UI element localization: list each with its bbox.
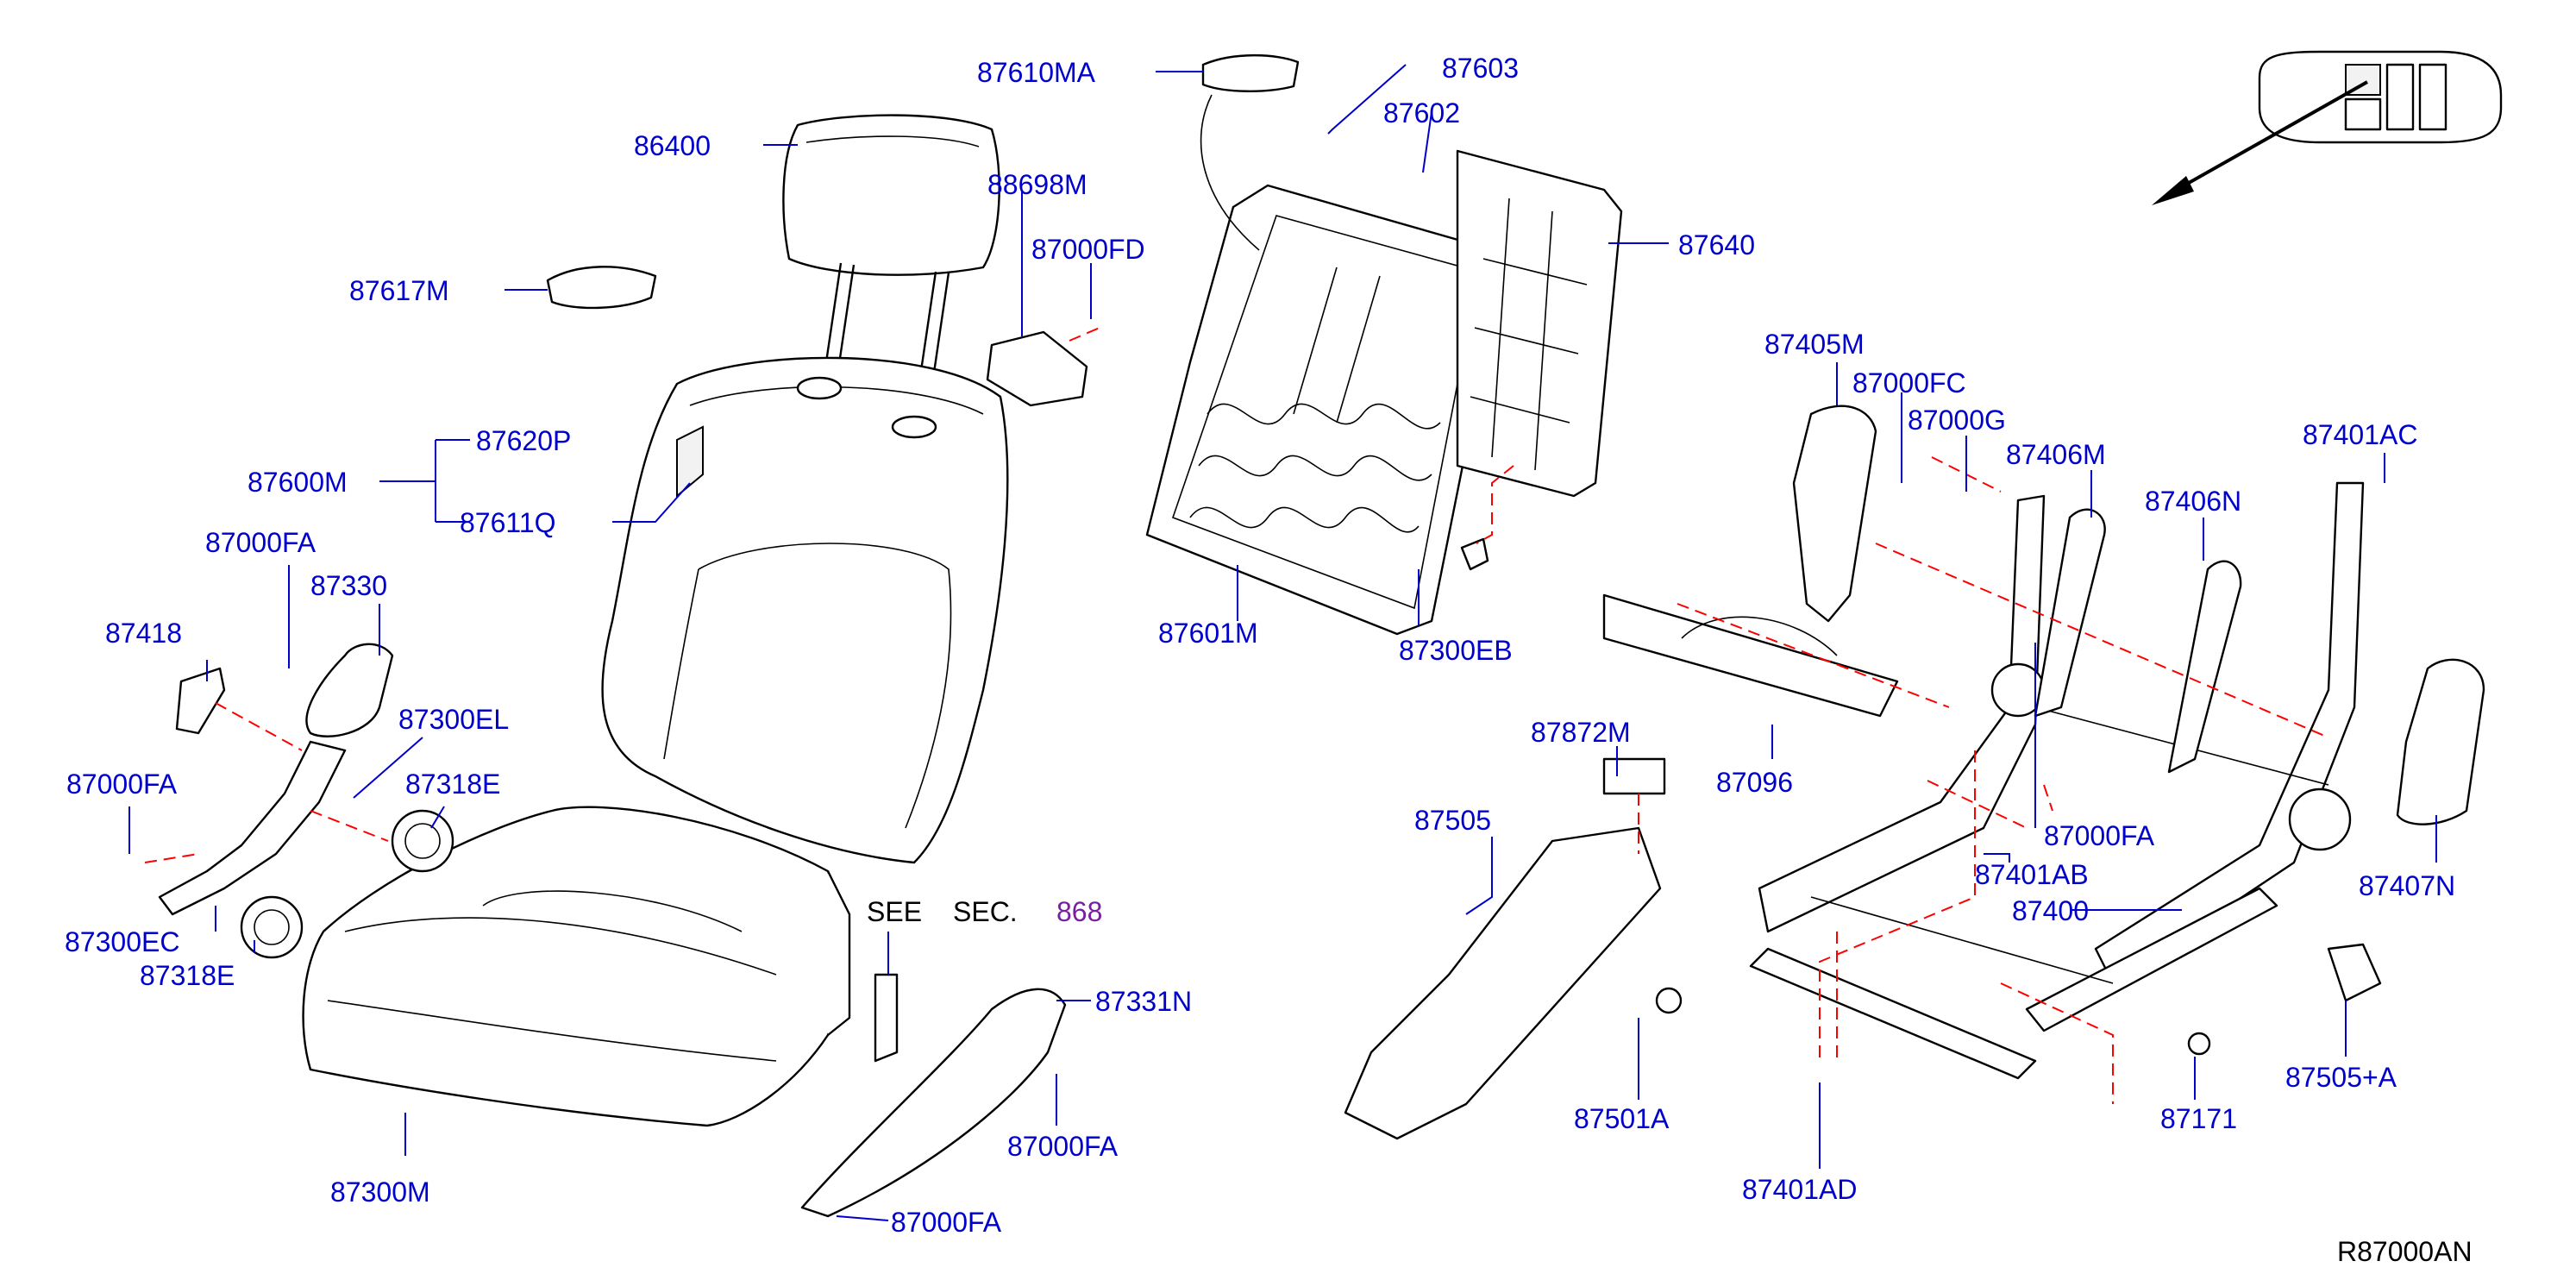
label-87610MA: 87610MA — [977, 57, 1096, 88]
label-87620P: 87620P — [476, 425, 571, 456]
label-87000FA-1: 87000FA — [205, 527, 317, 558]
label-87418: 87418 — [105, 618, 182, 649]
trim-pieces-drawing — [546, 53, 1300, 310]
label-87617M: 87617M — [349, 275, 449, 306]
diagram-reference-code: R87000AN — [2337, 1236, 2473, 1267]
label-87407N: 87407N — [2359, 870, 2455, 901]
label-87000FD: 87000FD — [1031, 234, 1145, 265]
label-87640: 87640 — [1678, 229, 1755, 260]
label-87602: 87602 — [1383, 97, 1460, 129]
leader-lines — [128, 64, 2437, 1221]
label-87872M: 87872M — [1531, 717, 1631, 748]
recliner-cover-drawing — [800, 973, 1067, 1218]
label-87600M: 87600M — [248, 467, 348, 498]
label-87318E-1: 87318E — [405, 769, 500, 800]
label-87331N: 87331N — [1095, 986, 1192, 1017]
label-87300EB: 87300EB — [1399, 635, 1513, 666]
label-87096: 87096 — [1716, 767, 1793, 798]
front-direction-inset — [2152, 50, 2503, 205]
label-88698M: 88698M — [987, 169, 1087, 200]
label-87601M: 87601M — [1158, 618, 1258, 649]
see-label: SEE — [867, 896, 922, 927]
seat-track-drawing — [1602, 481, 2365, 1080]
label-87300EC: 87300EC — [65, 926, 179, 957]
label-87505: 87505 — [1414, 805, 1491, 836]
label-87401AC: 87401AC — [2303, 419, 2417, 450]
side-covers-drawing — [158, 643, 454, 959]
label-87300M: 87300M — [330, 1176, 430, 1208]
bolsters-drawing — [1792, 405, 2485, 825]
back-board-drawing — [1456, 149, 1623, 498]
sec-label: SEC. — [953, 896, 1018, 927]
label-87000FC: 87000FC — [1852, 367, 1966, 398]
label-87318E-2: 87318E — [140, 960, 235, 991]
label-87000G: 87000G — [1908, 405, 2006, 436]
section-reference-link[interactable]: 868 — [1056, 896, 1102, 927]
label-87000FA-2: 87000FA — [66, 769, 178, 800]
label-87611Q: 87611Q — [460, 507, 556, 538]
label-86400: 86400 — [634, 130, 711, 161]
label-87330: 87330 — [310, 570, 387, 601]
seat-frame-drawing — [1145, 184, 1511, 636]
seat-back-drawing — [601, 356, 1009, 864]
label-87603: 87603 — [1442, 53, 1519, 84]
label-87300EL: 87300EL — [398, 704, 509, 735]
label-87000FA-4: 87000FA — [1007, 1131, 1119, 1162]
assembly-lines — [144, 327, 2329, 1104]
label-87401AB: 87401AB — [1975, 859, 2089, 890]
label-87406M: 87406M — [2006, 439, 2106, 470]
label-87401AD: 87401AD — [1742, 1174, 1857, 1205]
part-labels: 87610MA 87603 87602 86400 88698M 87000FD… — [65, 53, 2473, 1267]
headrest-drawing — [782, 114, 1000, 373]
clip-drawing — [986, 330, 1088, 407]
label-87501A: 87501A — [1574, 1103, 1670, 1134]
label-87000FA-5: 87000FA — [891, 1207, 1002, 1238]
label-87405M: 87405M — [1764, 329, 1865, 360]
label-87406N: 87406N — [2145, 486, 2241, 517]
label-87171: 87171 — [2160, 1103, 2237, 1134]
small-hardware-drawing — [1460, 537, 2382, 1056]
label-87000FA-3: 87000FA — [2044, 820, 2155, 851]
seat-cushion-drawing — [302, 806, 851, 1127]
inner-cover-drawing — [1344, 757, 1666, 1140]
label-87400: 87400 — [2012, 895, 2089, 926]
label-87505-plus-A: 87505+A — [2285, 1062, 2397, 1093]
